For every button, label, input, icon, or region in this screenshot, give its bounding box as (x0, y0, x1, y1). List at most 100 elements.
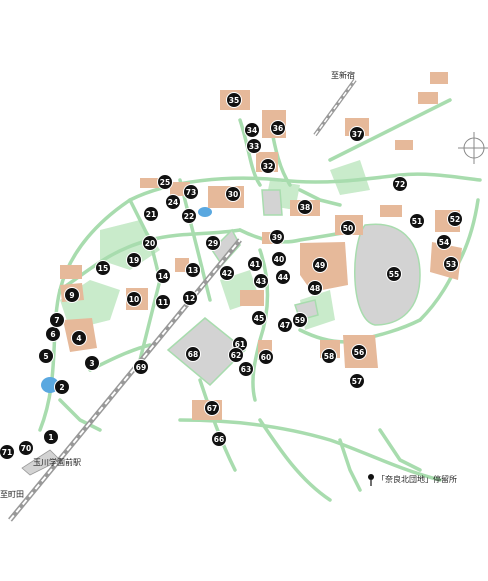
building-marker-32[interactable]: 32 (260, 158, 276, 174)
building-marker-20[interactable]: 20 (142, 235, 158, 251)
building-marker-70[interactable]: 70 (18, 440, 34, 456)
building-marker-45[interactable]: 45 (251, 310, 267, 326)
building-marker-7[interactable]: 7 (49, 312, 65, 328)
building-marker-67[interactable]: 67 (204, 400, 220, 416)
building-marker-label: 12 (185, 294, 195, 303)
label-station: 玉川学園前駅 (33, 458, 81, 467)
building-marker-15[interactable]: 15 (95, 260, 111, 276)
building-marker-66[interactable]: 66 (211, 431, 227, 447)
building-marker-label: 48 (310, 284, 320, 293)
building-marker-label: 54 (439, 238, 449, 247)
building-marker-49[interactable]: 49 (312, 257, 328, 273)
building-marker-label: 63 (241, 365, 251, 374)
building-marker-57[interactable]: 57 (349, 373, 365, 389)
building-marker-62[interactable]: 62 (228, 347, 244, 363)
building-marker-51[interactable]: 51 (409, 213, 425, 229)
building-marker-label: 71 (2, 448, 12, 457)
building-marker-label: 7 (54, 316, 59, 325)
building-marker-19[interactable]: 19 (126, 252, 142, 268)
building-marker-22[interactable]: 22 (181, 208, 197, 224)
building-marker-label: 61 (235, 340, 245, 349)
building-marker-47[interactable]: 47 (277, 317, 293, 333)
building-marker-label: 72 (395, 180, 405, 189)
building-marker-6[interactable]: 6 (45, 326, 61, 342)
building-marker-label: 14 (158, 272, 168, 281)
building-marker-label: 62 (231, 351, 241, 360)
building-marker-label: 11 (158, 298, 168, 307)
building-marker-label: 43 (256, 277, 266, 286)
building-marker-37[interactable]: 37 (349, 126, 365, 142)
building-marker-label: 5 (43, 352, 48, 361)
building-marker-label: 22 (184, 212, 194, 221)
building-marker-42[interactable]: 42 (219, 265, 235, 281)
compass-icon (458, 132, 488, 164)
building-marker-label: 55 (389, 270, 399, 279)
building-marker-29[interactable]: 29 (205, 235, 221, 251)
building-marker-40[interactable]: 40 (271, 251, 287, 267)
building-marker-label: 6 (50, 330, 55, 339)
building-marker-71[interactable]: 71 (0, 444, 15, 460)
building-marker-38[interactable]: 38 (297, 199, 313, 215)
building-marker-59[interactable]: 59 (292, 312, 308, 328)
building-marker-72[interactable]: 72 (392, 176, 408, 192)
building-marker-label: 25 (160, 178, 170, 187)
building-marker-label: 20 (145, 239, 155, 248)
building-marker-56[interactable]: 56 (351, 344, 367, 360)
building-marker-label: 35 (229, 96, 239, 105)
label-bus-stop: 「奈良北団地」停留所 (377, 475, 457, 484)
building-marker-label: 49 (315, 261, 325, 270)
building-marker-24[interactable]: 24 (165, 194, 181, 210)
building-marker-4[interactable]: 4 (71, 330, 87, 346)
building-marker-label: 37 (352, 130, 362, 139)
building-marker-3[interactable]: 3 (84, 355, 100, 371)
building-marker-label: 9 (69, 291, 74, 300)
building-marker-30[interactable]: 30 (225, 186, 241, 202)
building-marker-50[interactable]: 50 (340, 220, 356, 236)
building-marker-5[interactable]: 5 (38, 348, 54, 364)
building-marker-21[interactable]: 21 (143, 206, 159, 222)
building-marker-label: 67 (207, 404, 217, 413)
building-marker-34[interactable]: 34 (244, 122, 260, 138)
building-marker-14[interactable]: 14 (155, 268, 171, 284)
building-marker-25[interactable]: 25 (157, 174, 173, 190)
building-marker-35[interactable]: 35 (226, 92, 242, 108)
building-marker-53[interactable]: 53 (443, 256, 459, 272)
building-marker-label: 29 (208, 239, 218, 248)
building-marker-54[interactable]: 54 (436, 234, 452, 250)
building-marker-1[interactable]: 1 (43, 429, 59, 445)
building-marker-43[interactable]: 43 (253, 273, 269, 289)
building-marker-label: 66 (214, 435, 224, 444)
building-marker-label: 38 (300, 203, 310, 212)
building-marker-52[interactable]: 52 (447, 211, 463, 227)
building-marker-10[interactable]: 10 (126, 291, 142, 307)
building-marker-label: 13 (188, 266, 198, 275)
building-marker-58[interactable]: 58 (321, 348, 337, 364)
building-marker-41[interactable]: 41 (247, 256, 263, 272)
building-marker-label: 40 (274, 255, 284, 264)
building-marker-48[interactable]: 48 (307, 280, 323, 296)
building-marker-39[interactable]: 39 (269, 229, 285, 245)
building-marker-9[interactable]: 9 (64, 287, 80, 303)
building-marker-44[interactable]: 44 (275, 269, 291, 285)
building-marker-label: 73 (186, 188, 196, 197)
building-marker-69[interactable]: 69 (133, 359, 149, 375)
building-marker-11[interactable]: 11 (155, 294, 171, 310)
building-marker-label: 33 (249, 142, 259, 151)
building-marker-73[interactable]: 73 (183, 184, 199, 200)
building-marker-label: 59 (295, 316, 305, 325)
building-marker-36[interactable]: 36 (270, 120, 286, 136)
building-marker-label: 69 (136, 363, 146, 372)
building-marker-12[interactable]: 12 (182, 290, 198, 306)
building-marker-60[interactable]: 60 (258, 349, 274, 365)
building-marker-label: 21 (146, 210, 156, 219)
building-marker-33[interactable]: 33 (246, 138, 262, 154)
building-marker-55[interactable]: 55 (386, 266, 402, 282)
building-marker-68[interactable]: 68 (185, 346, 201, 362)
building-marker-13[interactable]: 13 (185, 262, 201, 278)
label-machida: 至町田 (0, 490, 24, 499)
building-marker-2[interactable]: 2 (54, 379, 70, 395)
building-marker-label: 32 (263, 162, 273, 171)
building-marker-63[interactable]: 63 (238, 361, 254, 377)
building-marker-label: 56 (354, 348, 364, 357)
building-marker-label: 36 (273, 124, 283, 133)
